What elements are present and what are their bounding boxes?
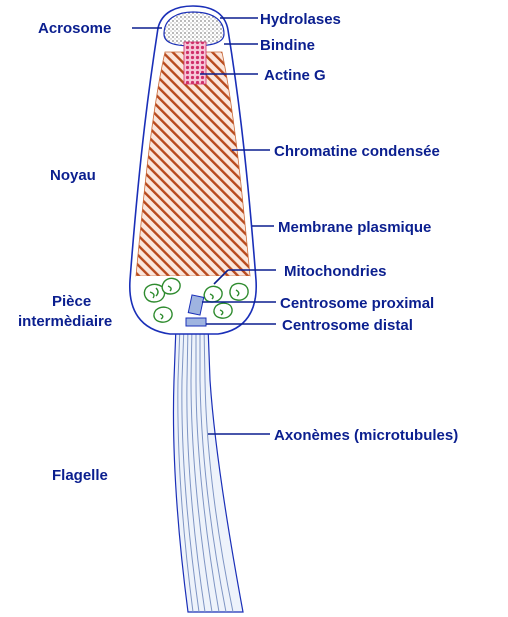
label-flagelle: Flagelle bbox=[52, 467, 108, 484]
label-piece-line1: Pièce bbox=[52, 293, 91, 310]
flagellum bbox=[174, 326, 243, 612]
label-hydrolases: Hydrolases bbox=[260, 11, 341, 28]
label-mitochondries: Mitochondries bbox=[284, 263, 387, 280]
label-membrane: Membrane plasmique bbox=[278, 219, 431, 236]
mitochondrion bbox=[214, 303, 232, 318]
label-axonemes: Axonèmes (microtubules) bbox=[274, 427, 458, 444]
label-centrosome-distal: Centrosome distal bbox=[282, 317, 413, 334]
label-noyau: Noyau bbox=[50, 167, 96, 184]
label-bindine: Bindine bbox=[260, 37, 315, 54]
mitochondrion bbox=[162, 278, 180, 294]
label-chromatine: Chromatine condensée bbox=[274, 143, 440, 160]
label-centrosome-proximal: Centrosome proximal bbox=[280, 295, 434, 312]
acrosome bbox=[164, 12, 224, 46]
actin-g-column bbox=[184, 42, 206, 84]
label-piece-line2: intermèdiaire bbox=[18, 313, 112, 330]
mitochondrion bbox=[204, 286, 222, 302]
label-actine-g: Actine G bbox=[264, 67, 326, 84]
centrosome-distal bbox=[186, 318, 206, 326]
mitochondrion bbox=[230, 283, 248, 300]
label-acrosome: Acrosome bbox=[38, 20, 111, 37]
mitochondrion bbox=[154, 307, 172, 322]
